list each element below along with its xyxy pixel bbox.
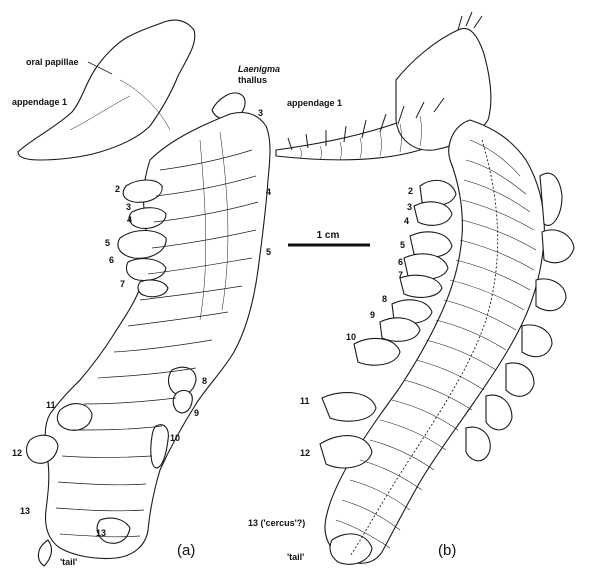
segment-b-6: 6 <box>398 257 403 267</box>
segment-a-11: 11 <box>46 400 56 410</box>
panel-b-labels: appendage 1 2 3 4 5 6 7 8 9 10 11 12 13 … <box>248 98 456 562</box>
segment-a-9: 9 <box>194 408 199 418</box>
label-appendage-1-b: appendage 1 <box>287 98 342 108</box>
segment-b-11: 11 <box>300 396 310 406</box>
segment-a-13-right: 13 <box>96 528 106 538</box>
label-thallus: thallus <box>238 75 267 85</box>
segment-a-2: 2 <box>115 184 120 194</box>
label-appendage-1-a: appendage 1 <box>12 97 67 107</box>
segment-b-12: 12 <box>300 448 310 458</box>
segment-b-5: 5 <box>400 240 405 250</box>
segment-a-7: 7 <box>120 279 125 289</box>
panel-a-specimen <box>17 19 271 567</box>
segment-a-3-right: 3 <box>258 108 263 118</box>
label-oral-papillae: oral papillae <box>26 57 79 67</box>
segment-b-4: 4 <box>404 216 409 226</box>
segment-b-10: 10 <box>346 332 356 342</box>
scale-bar-label: 1 cm <box>317 230 340 241</box>
segment-a-6: 6 <box>109 255 114 265</box>
segment-a-12: 12 <box>12 448 22 458</box>
label-tail-a: 'tail' <box>60 557 77 567</box>
oral-papillae-leader <box>87 61 113 75</box>
segment-b-2: 2 <box>408 186 413 196</box>
label-tail-b: 'tail' <box>287 552 304 562</box>
segment-a-4-right: 4 <box>266 187 271 197</box>
segment-b-9: 9 <box>370 310 375 320</box>
segment-a-10: 10 <box>170 433 180 443</box>
segment-a-3: 3 <box>126 202 131 212</box>
panel-b-specimen <box>275 11 575 565</box>
segment-b-7: 7 <box>398 270 403 280</box>
scale-bar: 1 cm <box>288 230 370 247</box>
panel-b-label: (b) <box>438 542 456 559</box>
panel-a-labels: oral papillae appendage 1 Laenigma thall… <box>12 57 280 567</box>
segment-a-8: 8 <box>202 376 207 386</box>
segment-b-3: 3 <box>407 202 412 212</box>
segment-a-5-right: 5 <box>266 247 271 257</box>
segment-b-8: 8 <box>382 294 387 304</box>
label-cercus: 13 ('cercus'?) <box>248 518 305 528</box>
segment-a-4: 4 <box>127 215 132 225</box>
segment-a-13: 13 <box>20 506 30 516</box>
label-laenigma: Laenigma <box>238 64 280 74</box>
segment-a-5: 5 <box>105 238 110 248</box>
panel-a-label: (a) <box>177 542 195 559</box>
